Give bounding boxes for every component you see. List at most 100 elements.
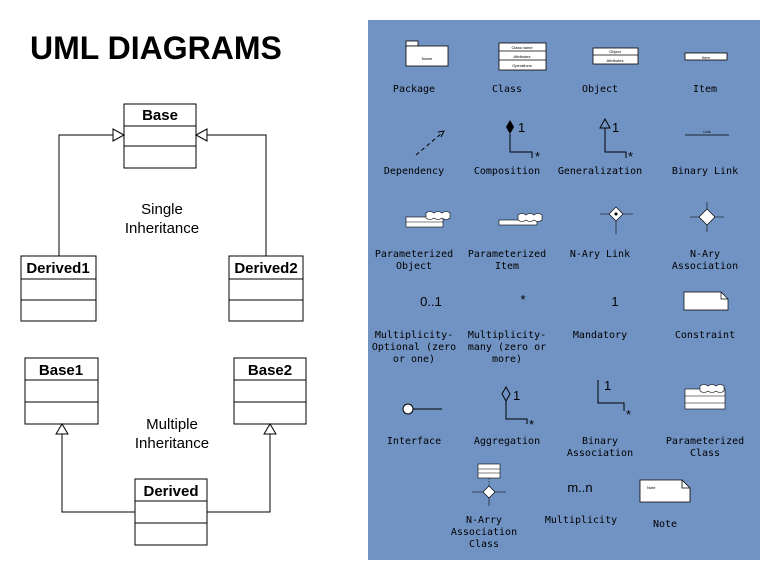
generalization-arrow-base2 — [207, 434, 271, 513]
n-ary-association-icon[interactable] — [690, 202, 724, 232]
palette-label: Constraint — [675, 330, 735, 341]
binary-association-icon[interactable]: 1 * — [597, 378, 631, 422]
palette-label: Binary — [582, 436, 618, 447]
palette-label: Association — [672, 261, 738, 272]
n-ary-link-icon[interactable] — [600, 206, 633, 234]
palette-label: Object — [582, 84, 618, 95]
svg-text:Class name: Class name — [511, 45, 533, 50]
svg-text:1: 1 — [518, 120, 525, 135]
svg-text:Item: Item — [702, 55, 710, 60]
class-name-derived1: Derived1 — [26, 260, 89, 277]
palette-label: Composition — [474, 166, 540, 177]
palette-label: N-Ary Link — [570, 249, 630, 260]
inheritance-diagrams: Base Derived1 Derived2 Single Inheritanc… — [20, 103, 307, 546]
palette-label: N-Arry — [466, 515, 502, 526]
svg-text:Attributes: Attributes — [514, 54, 531, 59]
class-box-base2: Base2 — [233, 357, 307, 425]
interface-icon[interactable] — [402, 403, 442, 415]
binary-link-icon[interactable]: Link — [685, 129, 729, 136]
svg-text:Object: Object — [609, 49, 621, 54]
aggregation-icon[interactable]: 1 * — [501, 385, 534, 432]
class-box-derived: Derived — [134, 478, 208, 546]
palette-label: Generalization — [558, 166, 642, 177]
caption-multiple-inheritance: Inheritance — [135, 435, 209, 452]
class-box-base: Base — [123, 103, 197, 169]
composition-icon[interactable]: 1 * — [506, 120, 540, 164]
multiplicity-many-icon[interactable]: * — [520, 292, 525, 307]
palette-label: Object — [396, 261, 432, 272]
palette-label: more) — [492, 354, 522, 365]
palette-label: many (zero or — [468, 342, 546, 353]
palette-label: Multiplicity- — [375, 330, 453, 341]
svg-text:*: * — [535, 149, 540, 164]
mandatory-icon[interactable]: 1 — [611, 294, 618, 309]
svg-text:Name: Name — [422, 56, 433, 61]
palette-label: N-Ary — [690, 249, 720, 260]
svg-text:*: * — [626, 407, 631, 422]
class-box-base1: Base1 — [24, 357, 99, 425]
palette-label: Parameterized — [375, 249, 453, 260]
class-box-derived1: Derived1 — [20, 255, 97, 322]
palette-label: Note — [653, 519, 677, 530]
class-name-base2: Base2 — [248, 362, 292, 379]
palette-label: Class — [690, 448, 720, 459]
class-name-base1: Base1 — [39, 362, 83, 379]
palette-label: Multiplicity — [545, 515, 617, 526]
svg-text:*: * — [529, 417, 534, 432]
item-icon[interactable]: Item — [684, 52, 728, 61]
palette-label: Item — [693, 84, 717, 95]
class-name-base: Base — [142, 107, 178, 124]
generalization-arrow-base1 — [61, 434, 135, 513]
svg-text:1: 1 — [612, 120, 619, 135]
svg-text:1: 1 — [604, 378, 611, 393]
palette-label: Association — [567, 448, 633, 459]
generalization-arrow-right — [207, 134, 267, 256]
generalization-icon[interactable]: 1 * — [599, 117, 633, 164]
n-arry-association-class-icon[interactable] — [472, 463, 506, 506]
parameterized-object-icon[interactable] — [405, 211, 451, 228]
svg-text:Attributes: Attributes — [607, 58, 624, 63]
dependency-icon[interactable] — [415, 130, 445, 156]
package-icon[interactable]: Name — [405, 40, 449, 67]
svg-text:Operations: Operations — [512, 63, 532, 68]
palette-label: Mandatory — [573, 330, 627, 341]
class-name-derived: Derived — [143, 483, 198, 500]
palette-label: Class — [469, 539, 499, 550]
caption-single: Single — [141, 201, 183, 218]
palette-label: or one) — [393, 354, 435, 365]
palette-label: Parameterized — [666, 436, 744, 447]
class-name-derived2: Derived2 — [234, 260, 297, 277]
palette-label: Association — [451, 527, 517, 538]
caption-multiple: Multiple — [146, 416, 198, 433]
single-inheritance-diagram: Base Derived1 Derived2 Single Inheritanc… — [20, 103, 304, 322]
palette-label: Item — [495, 261, 519, 272]
svg-text:Note: Note — [647, 485, 656, 490]
multiplicity-optional-icon[interactable]: 0..1 — [420, 294, 442, 309]
palette-label: Parameterized — [468, 249, 546, 260]
generalization-arrow-left — [58, 134, 113, 256]
palette-label: Multiplicity- — [468, 330, 546, 341]
class-icon[interactable]: Class name Attributes Operations — [498, 42, 547, 71]
class-box-derived2: Derived2 — [228, 255, 304, 322]
palette-label: Package — [393, 84, 435, 95]
palette-label: Dependency — [384, 166, 444, 177]
page-title: UML DIAGRAMS — [30, 30, 282, 66]
multiplicity-icon[interactable]: m..n — [567, 480, 592, 495]
svg-text:*: * — [628, 149, 633, 164]
palette-label: Interface — [387, 436, 441, 447]
constraint-icon[interactable] — [683, 291, 729, 311]
palette-label: Class — [492, 84, 522, 95]
palette-label: Binary Link — [672, 166, 738, 177]
palette-label: Optional (zero — [372, 342, 456, 353]
caption-inheritance: Inheritance — [125, 220, 199, 237]
object-icon[interactable]: Object Attributes — [592, 47, 639, 65]
uml-symbol-palette: Name Class name Attributes Operations Ob… — [368, 20, 760, 560]
note-icon[interactable]: Note — [639, 479, 691, 503]
svg-text:Link: Link — [703, 129, 710, 134]
parameterized-item-icon[interactable] — [498, 213, 543, 226]
svg-text:1: 1 — [513, 388, 520, 403]
parameterized-class-icon[interactable] — [684, 384, 726, 410]
palette-label: Aggregation — [474, 436, 540, 447]
multiple-inheritance-diagram: Base1 Base2 Derived Multiple Inheritance — [24, 357, 307, 546]
